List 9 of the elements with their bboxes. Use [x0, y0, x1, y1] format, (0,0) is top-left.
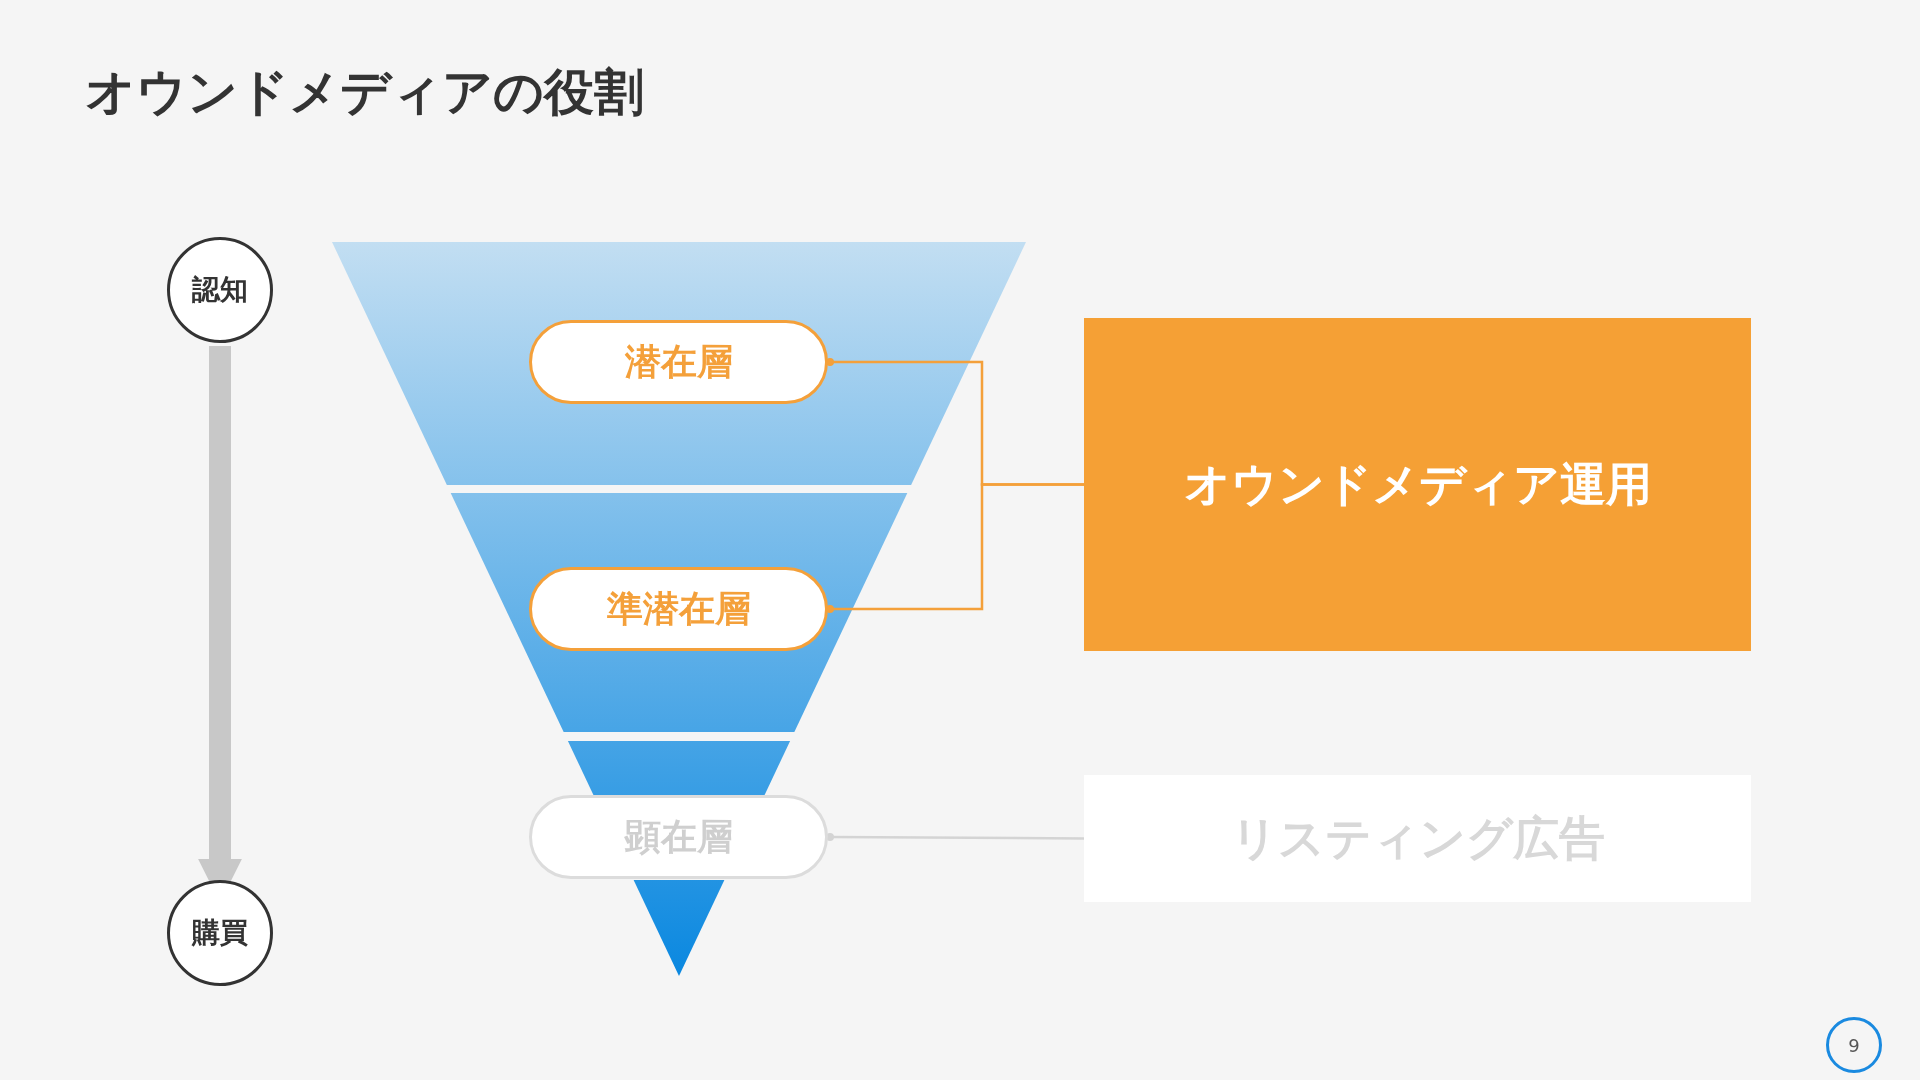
segment-pill: 準潜在層 [529, 567, 828, 651]
segment-pill: 潜在層 [529, 320, 828, 404]
page-number: 9 [1826, 1017, 1882, 1073]
measure-box: オウンドメディア運用 [1084, 318, 1751, 651]
connector [826, 833, 1084, 841]
connector [826, 483, 1084, 613]
stage-circle: 購買 [167, 880, 273, 986]
stage-circle: 認知 [167, 237, 273, 343]
slide-title: オウンドメディアの役割 [85, 62, 644, 123]
